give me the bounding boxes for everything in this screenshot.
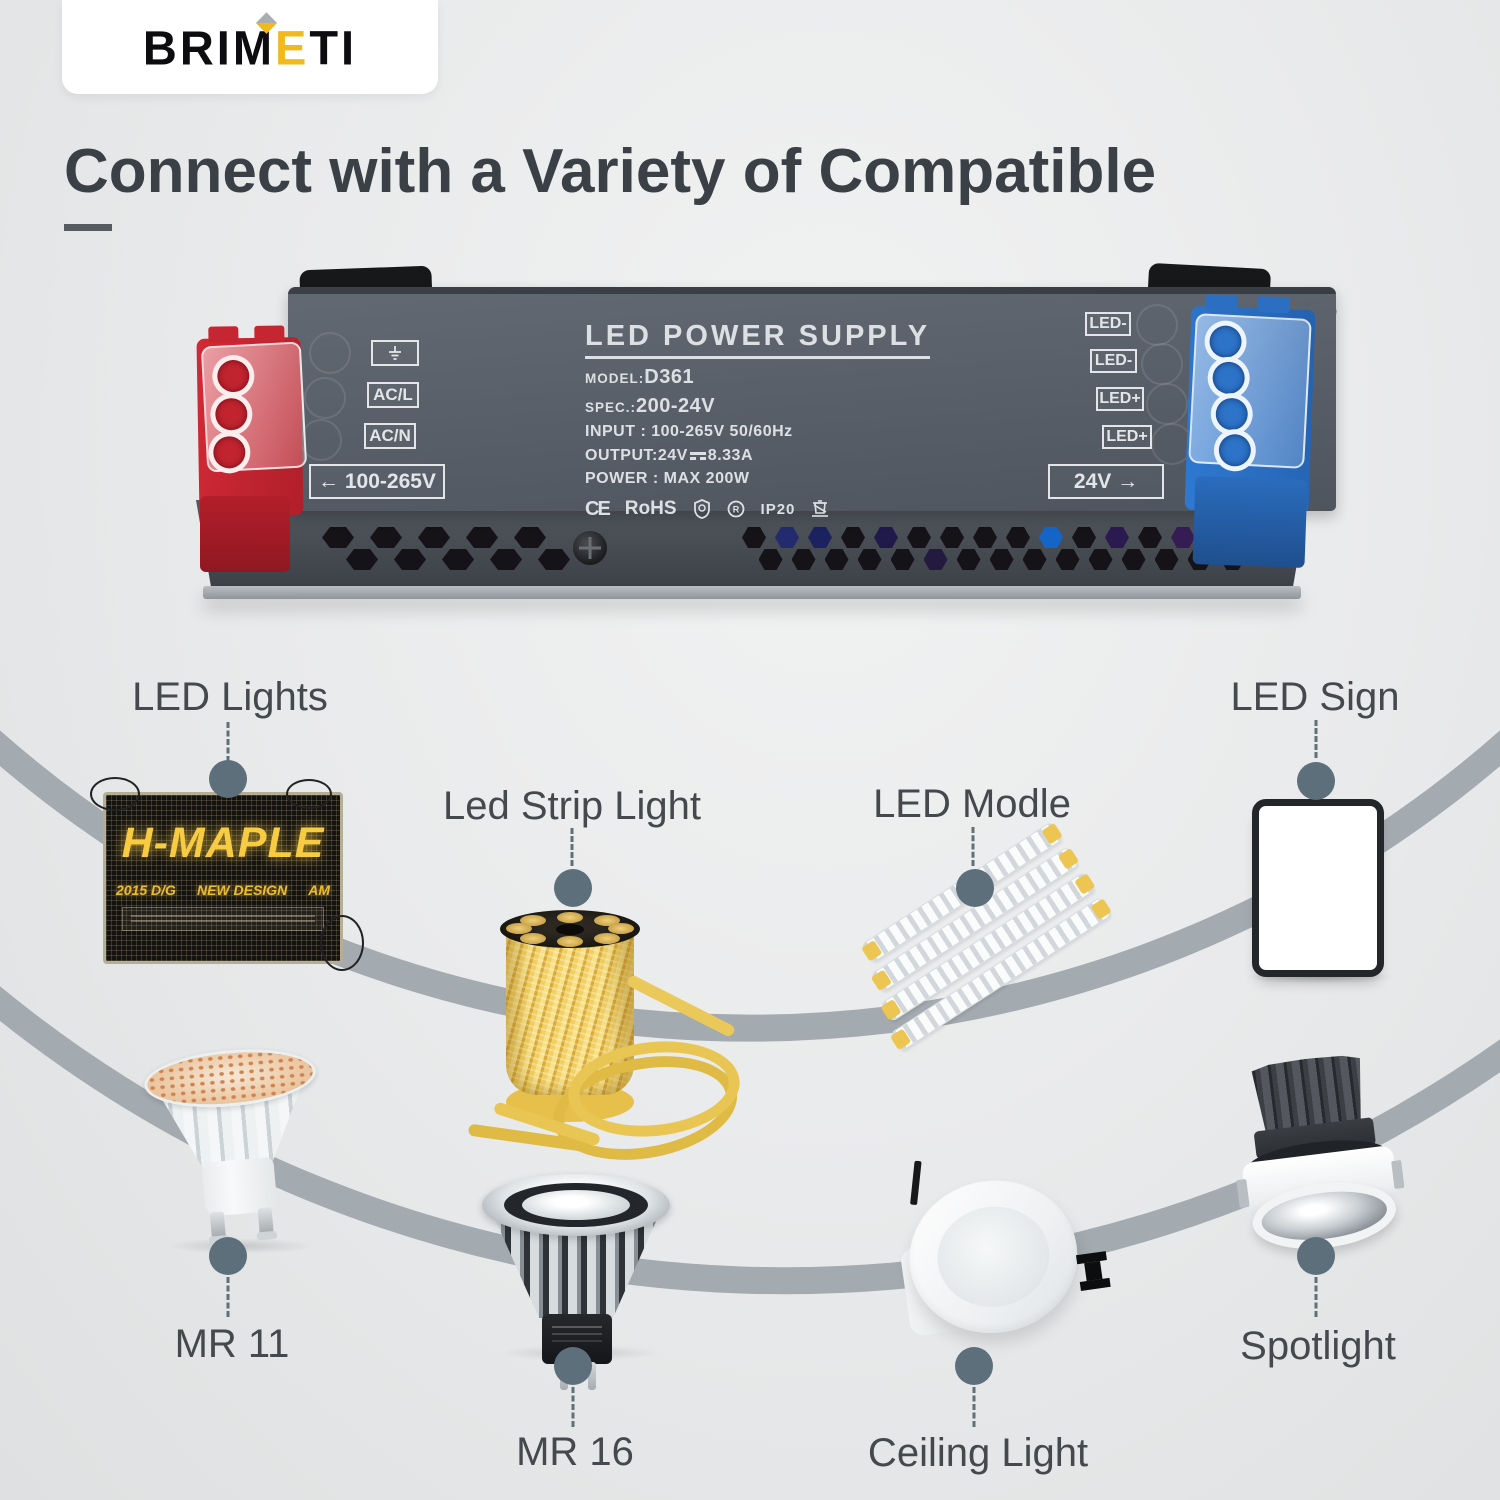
callout-dot (956, 869, 994, 907)
brand-logo: BRIMETI (142, 11, 358, 75)
mr11-pin (257, 1207, 275, 1239)
callout-dot (955, 1347, 993, 1385)
psu-name: LED POWER SUPPLY (585, 320, 931, 359)
label-led-module: LED Modle (873, 782, 1071, 826)
callout-line (1314, 720, 1318, 758)
emboss-circle-icon (1141, 343, 1183, 385)
led-terminal-label: LED+ (1096, 387, 1144, 411)
spec-value: 200-24V (636, 394, 716, 417)
sign-sub-left: 2015 D/G (116, 882, 176, 898)
callout-line (971, 827, 975, 866)
dc-terminal-cover (1188, 313, 1312, 473)
sign-title: H-MAPLE (121, 819, 325, 867)
mr11-bulb-image (140, 1042, 332, 1250)
sign-wire (90, 777, 140, 811)
label-mr11: MR 11 (174, 1322, 290, 1366)
rohs-mark: RoHS (624, 498, 677, 520)
output-label: OUTPUT:24V (585, 446, 688, 464)
led-sign-board-image: H-MAPLE 2015 D/G NEW DESIGN AM (90, 777, 364, 971)
callout-line (1314, 1277, 1318, 1317)
logo-text-accent: E (274, 19, 310, 75)
input-spec: INPUT : 100-265V 50/60Hz (585, 423, 793, 441)
led-terminal-label: LED- (1090, 349, 1137, 373)
callout-dot (1297, 762, 1335, 800)
dc-symbol-icon (689, 450, 706, 460)
ac-n-label: AC/N (364, 423, 416, 449)
led-terminal-label: LED+ (1102, 425, 1152, 449)
ac-terminal-port (209, 392, 254, 437)
callout-line (570, 828, 574, 866)
spec-label: SPEC.: (585, 399, 637, 415)
power-spec: POWER : MAX 200W (585, 470, 750, 488)
output-current: 8.33A (707, 446, 753, 464)
label-led-lights: LED Lights (132, 675, 328, 719)
input-voltage-label: ← 100-265V (309, 464, 445, 499)
screw-icon (573, 531, 607, 565)
output-spec: OUTPUT:24V 8.33A (585, 446, 985, 466)
ip-rating: IP20 (760, 500, 796, 518)
model-label: MODEL: (585, 371, 645, 386)
label-led-strip-light: Led Strip Light (443, 784, 701, 828)
logo-text-prefix: BRIM (142, 19, 275, 75)
circle-cert-icon: R (727, 500, 745, 518)
callout-dot (209, 760, 247, 798)
led-terminal-label: LED- (1085, 312, 1131, 336)
emboss-circle-icon (1136, 304, 1178, 346)
ce-mark: CE (585, 497, 611, 520)
sign-small-plate (122, 907, 324, 931)
shield-cert-icon (693, 499, 711, 520)
model-value: D361 (644, 366, 695, 388)
title-underline (64, 224, 112, 231)
callout-line (226, 722, 230, 762)
svg-text:R: R (732, 505, 739, 515)
callout-dot (209, 1237, 247, 1275)
emboss-circle-icon (1146, 383, 1188, 425)
brand-logo-card: BRIMETI (62, 0, 438, 94)
emboss-circle-icon (309, 332, 351, 374)
ac-l-label: AC/L (367, 382, 419, 408)
sign-sub-right: AM (308, 882, 330, 898)
strip-spool-body (506, 929, 634, 1095)
led-sign-tablet-image (1252, 799, 1384, 977)
mr16-pin (588, 1362, 596, 1390)
sign-sub-mid: NEW DESIGN (196, 882, 288, 898)
strip-spool-flange (500, 910, 640, 948)
ground-icon (389, 346, 401, 360)
sign-subtitle: 2015 D/G NEW DESIGN AM (106, 882, 340, 898)
ground-terminal-label (371, 340, 419, 366)
callout-line (571, 1387, 575, 1427)
certification-row: CE RoHS R IP20 (585, 498, 985, 521)
label-led-sign: LED Sign (1230, 675, 1400, 719)
emboss-circle-icon (304, 377, 346, 419)
callout-dot (554, 1347, 592, 1385)
spotlight-image (1228, 1049, 1409, 1257)
dc-terminal-lower (1192, 476, 1308, 568)
callout-line (972, 1387, 976, 1427)
label-mr16: MR 16 (516, 1430, 634, 1474)
page-title: Connect with a Variety of Compatible (64, 137, 1157, 206)
ac-terminal-port (211, 353, 256, 399)
mr16-lens (522, 1190, 630, 1220)
sign-wire (286, 779, 332, 809)
ac-terminal-lower (200, 496, 290, 572)
ceiling-light-image (883, 1160, 1116, 1371)
callout-dot (554, 869, 592, 907)
logo-text-suffix: TI (309, 19, 358, 75)
label-spotlight: Spotlight (1240, 1324, 1396, 1368)
callout-line (226, 1277, 230, 1317)
psu-base-rail (203, 586, 1301, 599)
ceiling-light-connector (1075, 1251, 1111, 1291)
ac-terminal-cover (200, 341, 308, 475)
psu-spec-block: LED POWER SUPPLY MODEL:D361 SPEC.:200-24… (585, 320, 985, 521)
label-ceiling-light: Ceiling Light (867, 1431, 1089, 1475)
weee-bin-icon (811, 499, 829, 519)
sign-wire (320, 915, 364, 971)
output-voltage-label: 24V → (1048, 464, 1164, 499)
ac-terminal-port (207, 430, 252, 475)
callout-dot (1297, 1237, 1335, 1275)
